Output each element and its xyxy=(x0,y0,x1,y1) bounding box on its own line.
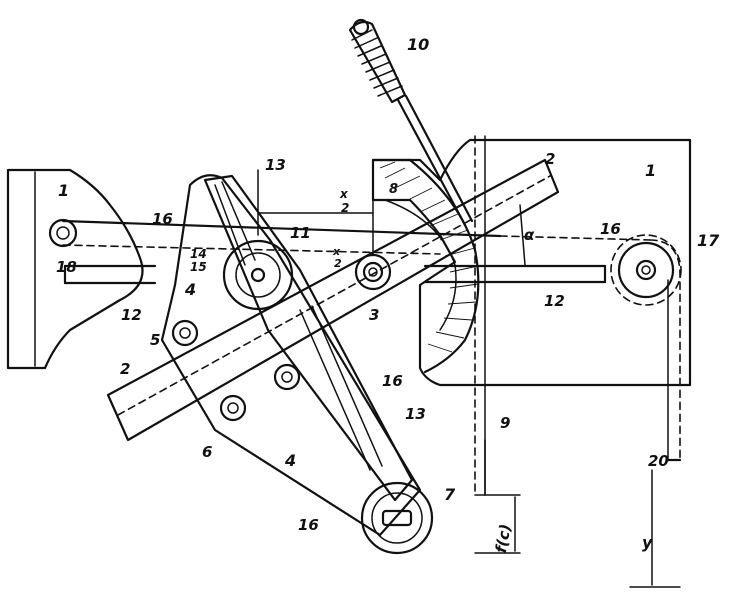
label-bar-right: 2 xyxy=(545,150,555,168)
labels: 1 1 2 2 3 4 4 5 6 7 8 9 10 11 12 12 13 1… xyxy=(56,35,720,554)
label-hub-b: 15 xyxy=(190,260,207,274)
label-cable-c: 16 xyxy=(382,372,403,390)
label-slot-upper: 13 xyxy=(265,156,286,174)
handle-10 xyxy=(348,18,474,227)
label-cable-d: 16 xyxy=(298,516,319,534)
label-dim-x-num: x xyxy=(339,187,349,201)
label-slot-lower: 13 xyxy=(405,405,426,423)
label-cable-b: 16 xyxy=(600,220,621,238)
label-rod: 9 xyxy=(500,414,510,432)
label-arm-upper: 4 xyxy=(184,280,196,299)
label-dim-half-den: 2 xyxy=(334,257,342,270)
label-bolt-lower: 6 xyxy=(202,443,212,461)
label-pulley-bottom: 7 xyxy=(444,485,456,504)
label-y-dim: y xyxy=(642,533,653,552)
label-pulley-right: 17 xyxy=(697,231,720,250)
label-cable-a: 16 xyxy=(152,210,173,228)
label-plate-left: 1 xyxy=(58,181,69,200)
roller-11 xyxy=(222,239,294,311)
label-arm-lower: 4 xyxy=(284,451,296,470)
label-bolt: 5 xyxy=(150,331,160,349)
label-dim-x-den: 2 xyxy=(341,201,349,215)
bar-2 xyxy=(106,158,560,442)
label-bar: 2 xyxy=(120,360,130,378)
bolts xyxy=(171,319,301,422)
label-hub-a: 14 xyxy=(190,247,207,261)
right-plate xyxy=(371,135,692,496)
label-plate-right: 1 xyxy=(645,161,656,180)
label-pulley-left: 18 xyxy=(56,258,77,276)
label-end-mark: 20 xyxy=(648,452,669,470)
label-angle: α xyxy=(524,226,535,244)
label-guide-right: 12 xyxy=(544,292,565,310)
label-sector: 8 xyxy=(389,182,398,197)
left-plate xyxy=(6,168,157,370)
arm-4 xyxy=(160,174,422,537)
sector-8 xyxy=(371,158,480,374)
label-roller: 11 xyxy=(290,224,311,242)
label-f-of-c: f(c) xyxy=(492,523,515,555)
pulley-17 xyxy=(610,234,682,306)
pivot-3 xyxy=(354,253,392,291)
dimensions xyxy=(257,169,681,588)
label-guide-left: 12 xyxy=(121,306,142,324)
label-handle: 10 xyxy=(407,35,429,54)
pulley-7 xyxy=(360,481,434,555)
label-pivot: 3 xyxy=(369,306,379,324)
label-dim-half-num: x xyxy=(332,245,341,258)
cable-16 xyxy=(61,219,682,462)
